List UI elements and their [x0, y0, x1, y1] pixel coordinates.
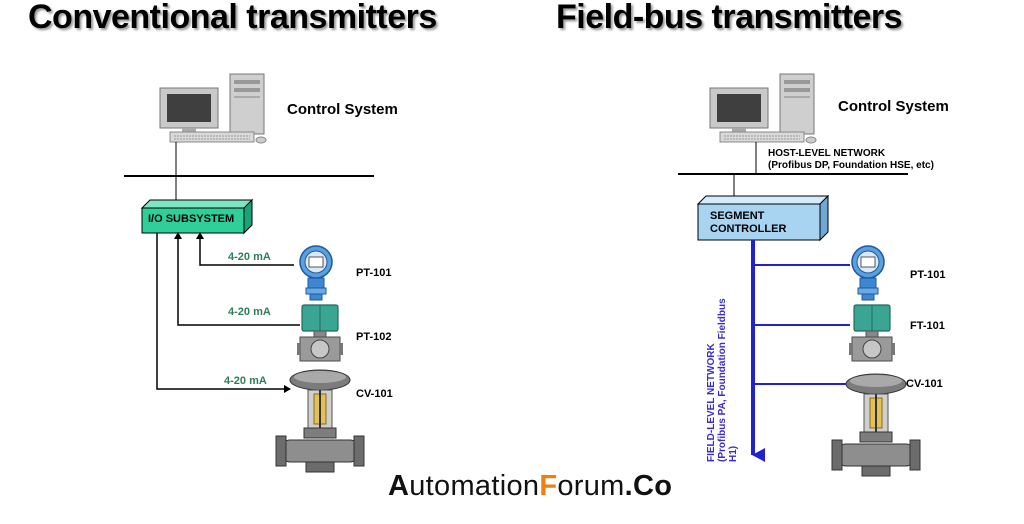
segment-controller-line2: CONTROLLER: [710, 223, 787, 235]
device-tag-ft101: FT-101: [910, 320, 945, 332]
signal-line-pt101: [196, 232, 294, 266]
field-network-protocols-cont: H1): [728, 445, 739, 462]
control-system-label: Control System: [838, 98, 949, 115]
device-tag-pt101: PT-101: [910, 269, 946, 281]
computer-icon: [709, 73, 817, 144]
host-network-protocols: (Profibus DP, Foundation HSE, etc): [768, 160, 934, 171]
host-network-label: HOST-LEVEL NETWORK (Profibus DP, Foundat…: [768, 148, 934, 172]
field-network-protocols: (Profibus PA, Foundation Fieldbus: [717, 298, 728, 462]
brand-f: F: [539, 470, 558, 502]
segment-controller-line1: SEGMENT: [710, 210, 765, 222]
device-tag-pt101: PT-101: [356, 267, 392, 279]
brand-orum: orum: [557, 470, 625, 502]
control-valve-icon: [275, 369, 365, 473]
field-network-label: FIELD-LEVEL NETWORK (Profibus PA, Founda…: [706, 298, 739, 462]
title-fieldbus: Field-bus transmitters: [556, 0, 903, 36]
device-tag-cv101: CV-101: [356, 388, 393, 400]
pressure-transmitter-icon: [851, 245, 885, 301]
title-conventional: Conventional transmitters: [28, 0, 437, 36]
signal-line-cv101: [156, 233, 291, 393]
field-network-title: FIELD-LEVEL NETWORK: [706, 343, 717, 462]
io-subsystem-box: [140, 198, 254, 235]
device-tag-pt102: PT-102: [356, 331, 392, 343]
signal-label-cv101: 4-20 mA: [224, 375, 267, 387]
device-tag-cv101: CV-101: [906, 378, 943, 390]
computer-icon: [159, 73, 267, 144]
segment-controller-box: [696, 194, 830, 242]
host-network-title: HOST-LEVEL NETWORK: [768, 148, 886, 159]
signal-label-pt102: 4-20 mA: [228, 306, 271, 318]
signal-label-pt101: 4-20 mA: [228, 251, 271, 263]
io-subsystem-label: I/O SUBSYSTEM: [148, 213, 235, 225]
signal-line-pt102: [174, 232, 300, 326]
control-system-label: Control System: [287, 101, 398, 118]
pressure-transmitter-icon: [299, 245, 333, 301]
brand-logo: AutomationForum.Co: [388, 470, 672, 503]
differential-pressure-transmitter-icon: [296, 304, 344, 362]
brand-co: .Co: [624, 470, 673, 502]
segment-controller-label: SEGMENT CONTROLLER: [710, 210, 786, 236]
brand-utomation: utomation: [409, 470, 540, 502]
brand-a: A: [388, 470, 410, 502]
flow-transmitter-icon: [848, 304, 896, 362]
